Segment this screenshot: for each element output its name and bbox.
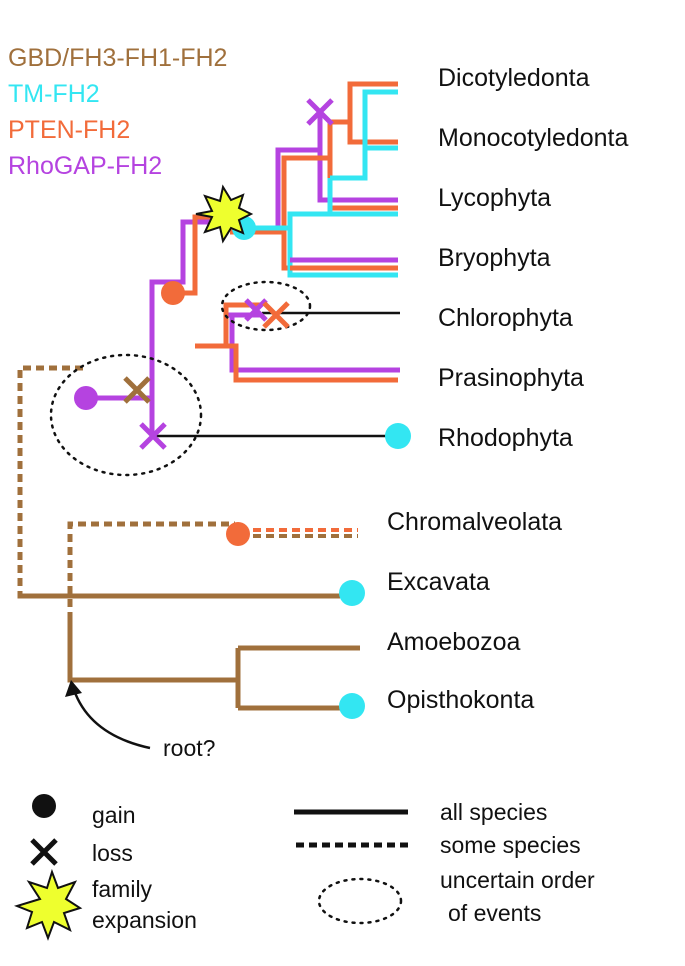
chromalveolata-terminal (240, 528, 358, 538)
key-gain-label: gain (92, 802, 135, 828)
root-arrow (72, 689, 151, 750)
gain-dot-rhogap (74, 386, 98, 410)
label-chromalveolata: Chromalveolata (387, 508, 562, 536)
loss-cross-rhogap-chlorophyta (244, 298, 268, 322)
gain-dot-pten-chromalveolata (226, 522, 250, 546)
gain-dot-tm-excavata (339, 580, 365, 606)
gain-dot-tm-rhodophyta (385, 423, 411, 449)
label-excavata: Excavata (387, 568, 490, 596)
symbol-key: gain loss family expansion (13, 794, 197, 941)
label-lycophyta: Lycophyta (438, 184, 551, 212)
taxa-labels: Dicotyledonta Monocotyledonta Lycophyta … (387, 64, 629, 714)
key-loss-cross (30, 838, 58, 866)
key-star-icon (13, 868, 83, 941)
bryophyta-terminals (290, 257, 398, 278)
root-annotation: root? (65, 680, 215, 761)
chromalveolata-dotted-branch (67, 521, 235, 620)
key-uncertain-ellipse (317, 877, 403, 925)
key-uncertain-label-line2: of events (448, 900, 541, 926)
legend-gbd-label: GBD/FH3-FH1-FH2 (8, 44, 227, 72)
loss-cross-pten-chlorophyta (262, 301, 290, 329)
gain-dot-pten-plants (161, 281, 185, 305)
legend-pten-label: PTEN-FH2 (8, 116, 130, 144)
key-gain-dot (32, 794, 56, 818)
label-rhodophyta: Rhodophyta (438, 424, 573, 452)
black-terminal-lines (152, 311, 400, 438)
line-key: all species some species uncertain order… (294, 799, 595, 926)
key-loss-label: loss (92, 840, 133, 866)
gain-events (74, 216, 411, 719)
key-family-label-line1: family (92, 876, 153, 902)
key-some-species-label: some species (440, 832, 581, 858)
gain-dot-tm-opisthokonta (339, 693, 365, 719)
root-label: root? (163, 735, 215, 761)
loss-cross-gbd (123, 376, 151, 404)
key-all-species-label: all species (440, 799, 547, 825)
outer-root-dotted-branch (17, 365, 335, 599)
key-uncertain-label-line1: uncertain order (440, 867, 595, 893)
legend-tm-label: TM-FH2 (8, 80, 100, 108)
root-arrow-head (65, 680, 82, 697)
label-chlorophyta: Chlorophyta (438, 304, 573, 332)
label-amoebozoa: Amoebozoa (387, 628, 521, 656)
label-monocotyledonta: Monocotyledonta (438, 124, 629, 152)
root-solid-branch (67, 620, 238, 683)
gbd-backbone-lines (17, 365, 360, 711)
loss-cross-rhogap-angiosperms (306, 98, 334, 126)
label-dicotyledonta: Dicotyledonta (438, 64, 590, 92)
family-expansion-star (195, 184, 254, 244)
label-prasinophyta: Prasinophyta (438, 364, 584, 392)
loss-cross-rhogap-rhodophyta (139, 422, 167, 450)
label-opisthokonta: Opisthokonta (387, 686, 534, 714)
loss-events (123, 98, 334, 450)
family-legend: GBD/FH3-FH1-FH2 TM-FH2 PTEN-FH2 RhoGAP-F… (8, 44, 227, 180)
key-family-label-line2: expansion (92, 907, 197, 933)
legend-rhogap-label: RhoGAP-FH2 (8, 152, 162, 180)
label-bryophyta: Bryophyta (438, 244, 551, 272)
amoebozoa-solid-branch (235, 645, 360, 708)
uncertain-ellipse-rhodophyta (49, 353, 203, 477)
uncertain-ellipse-chlorophyta (220, 280, 312, 332)
